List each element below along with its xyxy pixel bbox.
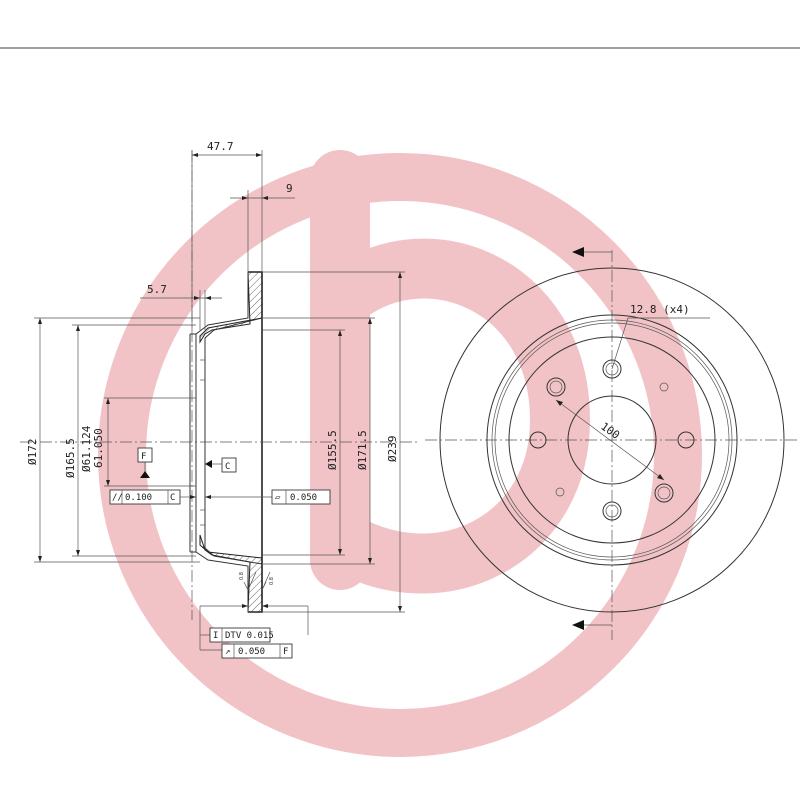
parallelism-tolerance: // 0.100 C — [109, 489, 196, 505]
flatness-tolerance: ▱ 0.050 — [205, 489, 331, 505]
svg-text:I: I — [213, 631, 218, 641]
dim-phi-61-124: Ø61.124 — [80, 425, 93, 472]
datum-c-triangle — [205, 460, 212, 468]
rotation-arrow-top — [572, 247, 612, 257]
svg-text://: // — [112, 493, 123, 503]
dim-5-7: 5.7 — [147, 283, 167, 296]
runout-tolerance: ↗ 0.050 F — [221, 643, 293, 659]
dim-61-050: 61.050 — [92, 428, 105, 468]
svg-text:0.8: 0.8 — [269, 577, 275, 585]
dim-phi-239: Ø239 — [386, 436, 399, 463]
dim-pcd-100: 100 — [598, 420, 622, 442]
center-bore — [567, 395, 657, 485]
svg-text:DTV 0.015: DTV 0.015 — [225, 631, 274, 641]
datum-c-label: C — [225, 462, 230, 472]
svg-text:▱: ▱ — [275, 493, 281, 503]
watermark-ring — [98, 153, 702, 757]
surface-roughness-marks: 0.8 0.8 — [239, 571, 275, 591]
svg-text:0.100: 0.100 — [125, 493, 152, 503]
datum-c-box — [221, 457, 237, 473]
outer-disc-edge — [439, 267, 785, 613]
svg-text:C: C — [170, 493, 175, 503]
dim-47-7: 47.7 — [207, 140, 234, 153]
svg-text:F: F — [283, 647, 288, 657]
dim-phi-155-5: Ø155.5 — [326, 430, 339, 470]
dim-phi-172: Ø172 — [26, 439, 39, 466]
svg-text:0.050: 0.050 — [290, 493, 317, 503]
front-view: 100 12.8 (x4) — [425, 247, 800, 640]
watermark-letter — [310, 150, 591, 594]
dtv-tolerance: I DTV 0.015 — [209, 627, 274, 643]
datum-f-label: F — [141, 452, 146, 462]
dim-phi-165-5: Ø165.5 — [64, 438, 77, 478]
dim-phi-171-5: Ø171.5 — [356, 430, 369, 470]
svg-text:0.050: 0.050 — [238, 647, 265, 657]
svg-text:↗: ↗ — [225, 647, 230, 657]
dim-9: 9 — [286, 182, 293, 195]
dim-bolt-hole: 12.8 (x4) — [630, 303, 690, 316]
section-view: 47.7 9 5.7 Ø172 Ø165.5 Ø61.124 — [20, 140, 420, 659]
rotation-arrow-bottom — [572, 620, 612, 630]
hat-outer — [508, 336, 716, 544]
bolt-holes — [529, 359, 695, 521]
datum-f-triangle — [140, 471, 150, 478]
hat-profile-bottom — [199, 534, 263, 613]
friction-ring-inner — [486, 314, 738, 566]
svg-text:0.8: 0.8 — [239, 572, 245, 580]
